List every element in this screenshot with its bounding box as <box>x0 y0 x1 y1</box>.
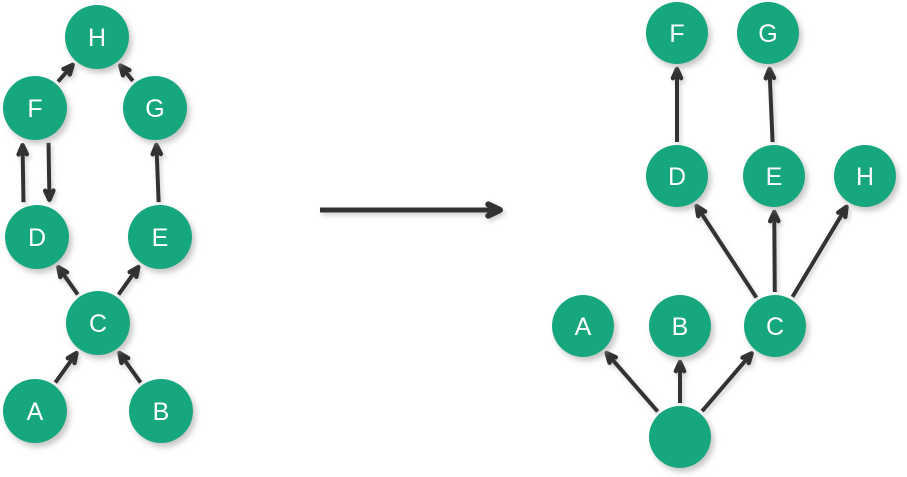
graph-node-right-e[interactable]: E <box>743 145 805 207</box>
graph-node-right-f[interactable]: F <box>646 2 708 64</box>
edge-right-root-to-b <box>673 359 687 403</box>
graph-node-left-e[interactable]: E <box>128 205 192 269</box>
left-graph-edges <box>16 62 164 384</box>
edge-left-c-to-d <box>56 264 80 296</box>
edge-right-e-to-g <box>763 66 777 143</box>
graph-node-left-h[interactable]: H <box>65 5 129 69</box>
graph-node-right-b[interactable]: B <box>649 295 711 357</box>
edge-left-a-to-c <box>53 350 79 384</box>
edge-left-f-to-d <box>42 142 56 203</box>
transform-arrow-group <box>320 201 503 219</box>
graph-node-right-d[interactable]: D <box>646 145 708 207</box>
graph-node-right-c[interactable]: C <box>744 295 806 357</box>
graph-node-left-a[interactable]: A <box>3 379 67 443</box>
graph-node-left-g[interactable]: G <box>123 76 187 140</box>
graph-node-right-g[interactable]: G <box>737 2 799 64</box>
edge-right-d-to-f <box>670 66 684 142</box>
edge-left-b-to-c <box>117 350 143 384</box>
edge-right-root-to-a <box>604 350 660 413</box>
edge-right-c-to-d <box>694 203 759 299</box>
edge-right-c-to-h <box>790 204 849 298</box>
graph-node-right-root[interactable] <box>649 406 711 468</box>
graph-node-left-d[interactable]: D <box>5 205 69 269</box>
edge-left-g-to-h <box>118 63 135 83</box>
graph-node-left-f[interactable]: F <box>3 76 67 140</box>
graph-node-left-c[interactable]: C <box>66 291 130 355</box>
graph-node-right-a[interactable]: A <box>552 295 614 357</box>
edge-left-d-to-f <box>16 142 30 203</box>
edge-left-f-to-h <box>56 62 75 83</box>
edge-right-c-to-e <box>767 209 781 293</box>
transform-arrow <box>320 201 503 219</box>
edge-left-e-to-g <box>150 142 164 203</box>
right-graph-edges <box>604 66 849 413</box>
graph-node-right-h[interactable]: H <box>834 145 896 207</box>
graph-node-left-b[interactable]: B <box>129 379 193 443</box>
edge-right-root-to-c <box>700 351 754 413</box>
edge-left-c-to-e <box>116 264 141 296</box>
